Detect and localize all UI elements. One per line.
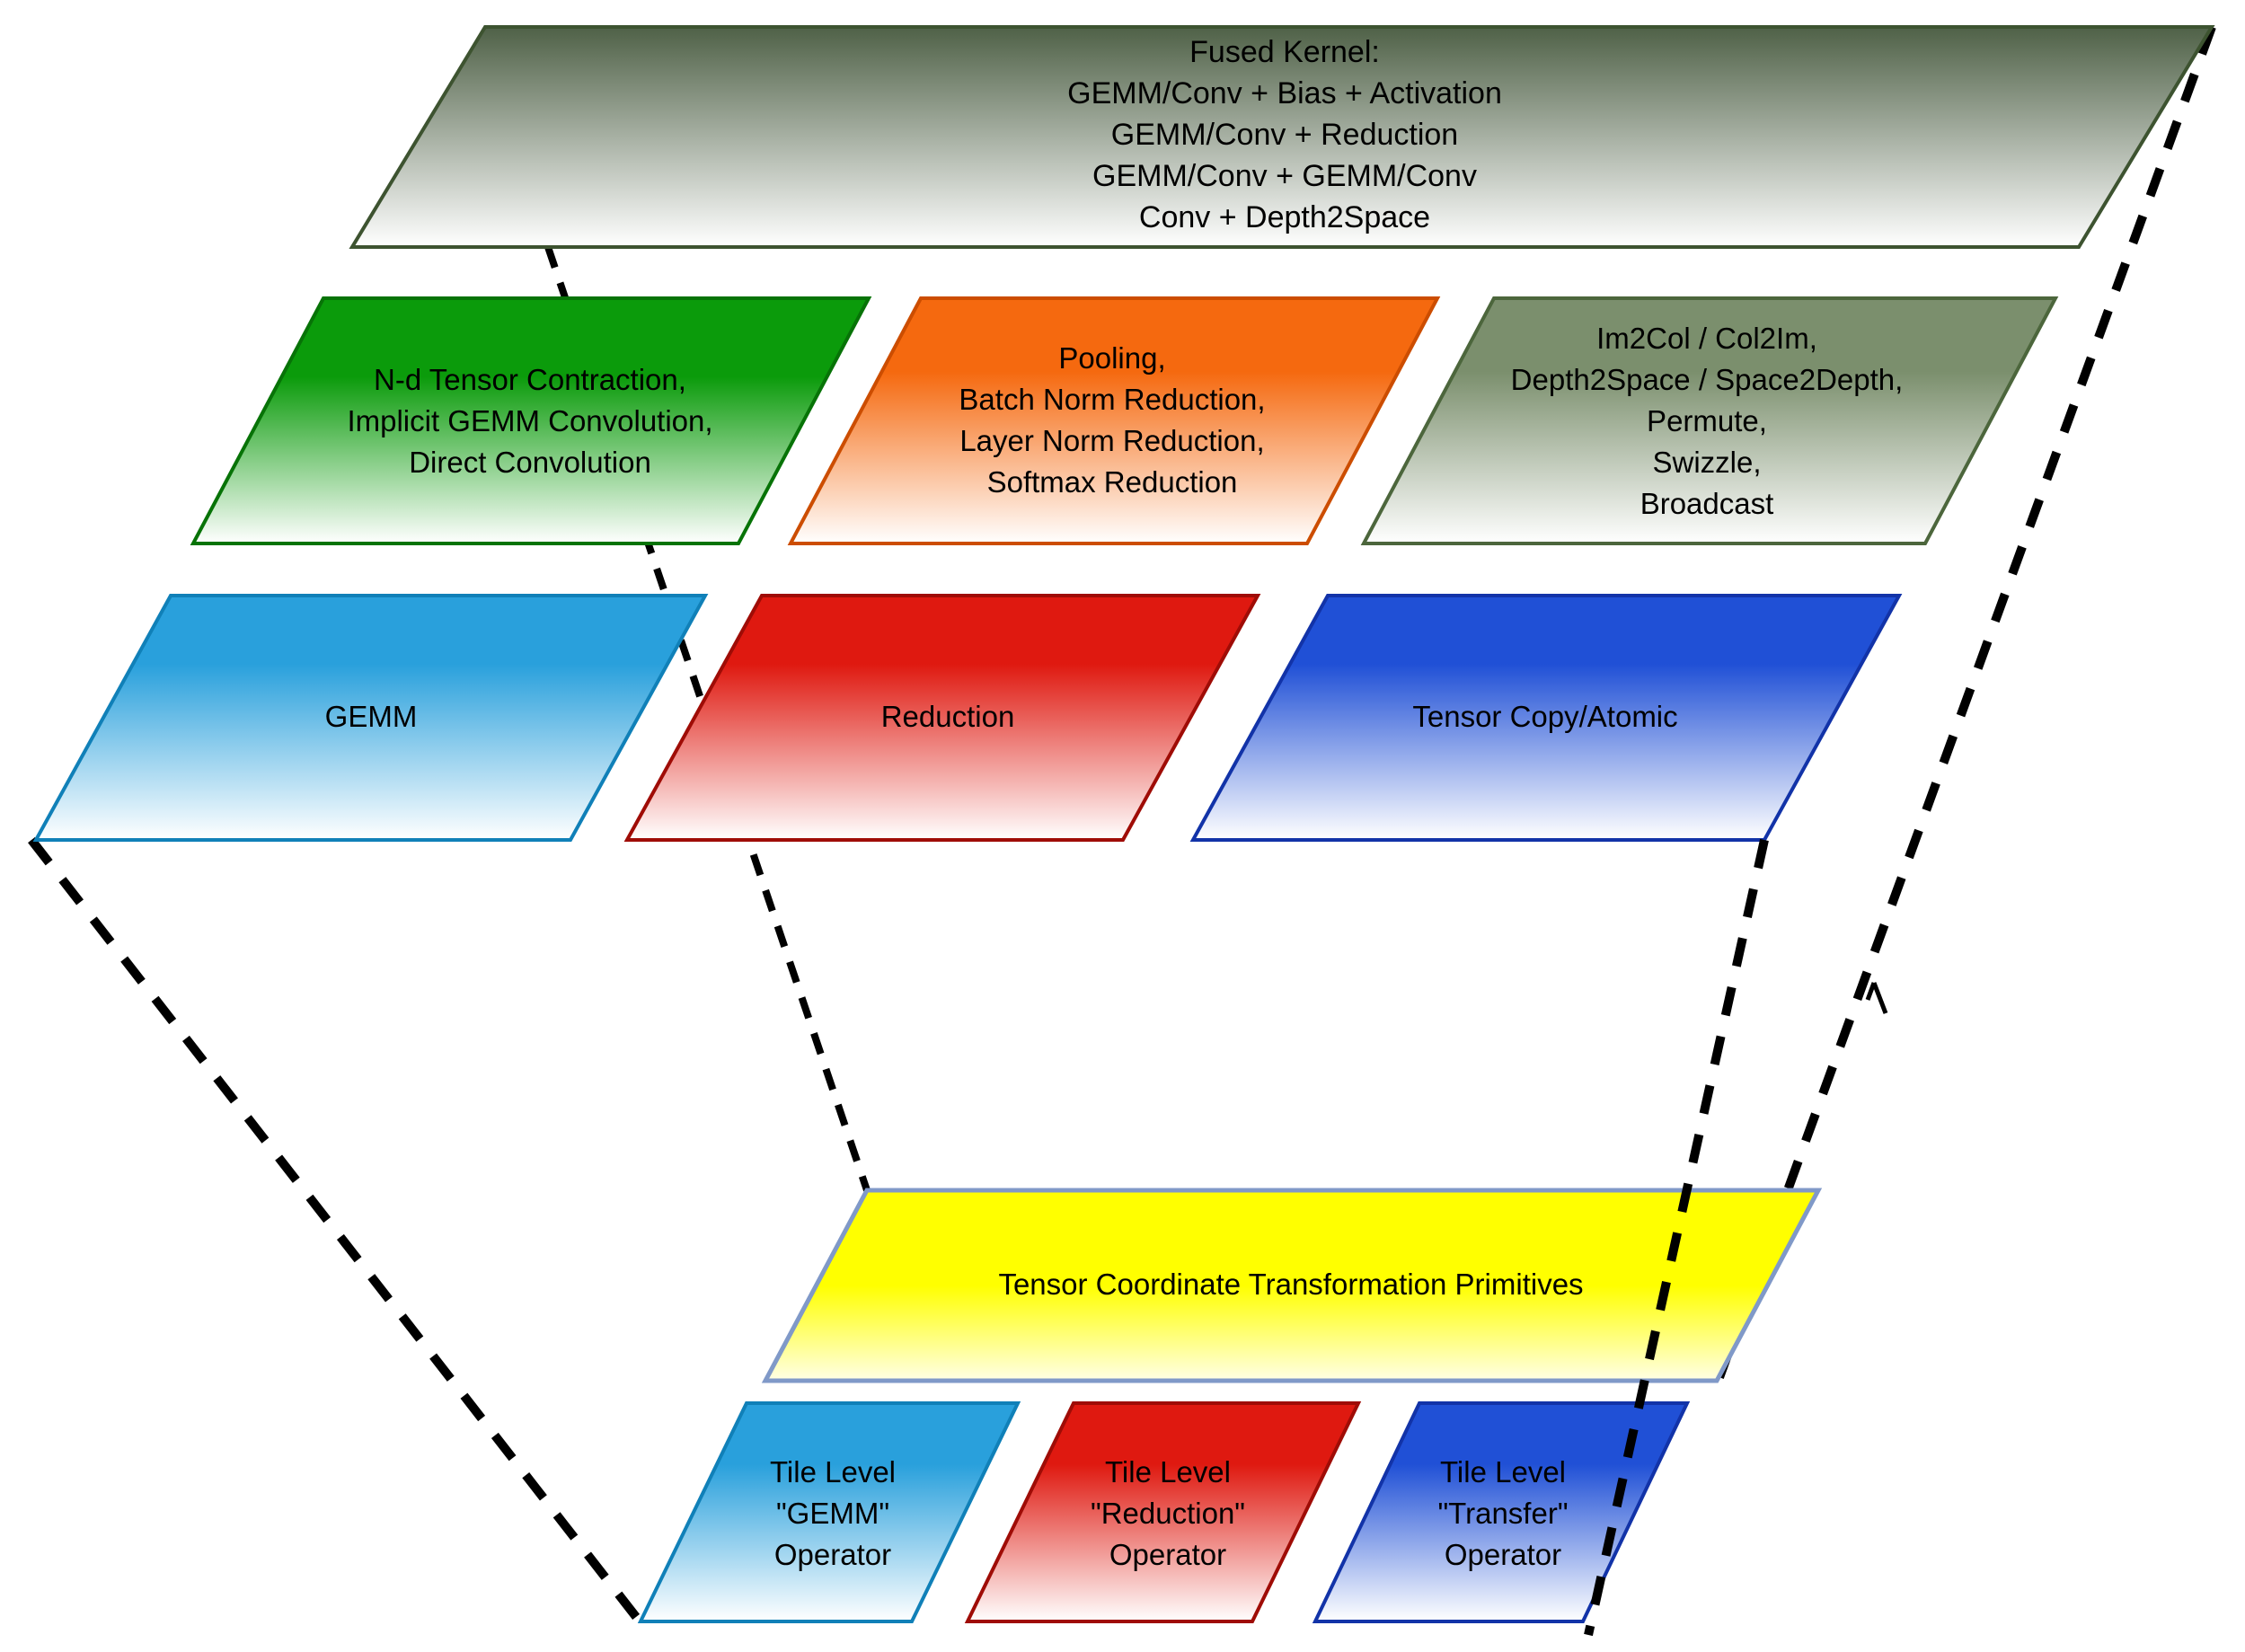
- layout-ops-line: Swizzle,: [1652, 446, 1762, 479]
- layout-ops-line: Im2Col / Col2Im,: [1596, 322, 1817, 355]
- fused-kernel-label: Fused Kernel: GEMM/Conv + Bias + Activat…: [1067, 31, 1502, 238]
- tile-transfer-label: Tile Level "Transfer" Operator: [1437, 1452, 1568, 1576]
- reduction-line: Reduction: [880, 700, 1015, 733]
- fused-kernel-line: GEMM/Conv + GEMM/Conv: [1092, 159, 1477, 193]
- fused-kernel-shape: [349, 25, 2215, 249]
- tile-reduction-line: Operator: [1109, 1538, 1227, 1571]
- fused-kernel-line: GEMM/Conv + Bias + Activation: [1067, 76, 1502, 110]
- tile-reduction-line: "Reduction": [1090, 1497, 1246, 1530]
- tensor-contraction-shape: [190, 296, 872, 545]
- tile-transfer-line: Tile Level: [1439, 1455, 1567, 1489]
- layout-ops-line: Depth2Space / Space2Depth,: [1510, 363, 1904, 396]
- pooling-norm-line: Softmax Reduction: [986, 465, 1238, 499]
- pooling-norm-shape: [787, 296, 1441, 545]
- layout-ops-label: Im2Col / Col2Im, Depth2Space / Space2Dep…: [1511, 318, 1904, 525]
- tile-reduction-label: Tile Level "Reduction" Operator: [1091, 1452, 1245, 1576]
- pooling-norm-line: Layer Norm Reduction,: [959, 424, 1265, 457]
- tile-reduction-shape: [964, 1401, 1362, 1623]
- tensor-contraction-label: N-d Tensor Contraction, Implicit GEMM Co…: [347, 359, 712, 483]
- tile-gemm-label: Tile Level "GEMM" Operator: [770, 1452, 896, 1576]
- coord-transform-shape: [761, 1188, 1823, 1383]
- gemm-label: GEMM: [325, 696, 418, 738]
- dashed-line-right-outer: [1714, 25, 2216, 1382]
- reduction-shape: [623, 594, 1261, 842]
- coord-transform-label: Tensor Coordinate Transformation Primiti…: [998, 1264, 1583, 1305]
- reduction-label: Reduction: [881, 696, 1015, 738]
- layout-ops-line: Permute,: [1647, 404, 1767, 437]
- tile-gemm-line: Operator: [773, 1538, 892, 1571]
- pooling-norm-label: Pooling, Batch Norm Reduction, Layer Nor…: [959, 338, 1265, 503]
- tile-gemm-line: Tile Level: [769, 1455, 897, 1489]
- tensor-copy-line: Tensor Copy/Atomic: [1412, 700, 1678, 733]
- gemm-line: GEMM: [324, 700, 418, 733]
- tile-transfer-shape: [1312, 1401, 1691, 1623]
- planes: [32, 25, 2215, 1623]
- dashed-line-left-outer: [28, 836, 643, 1625]
- layout-ops-line: Broadcast: [1640, 487, 1774, 520]
- fused-kernel-line: Fused Kernel:: [1189, 35, 1380, 69]
- tensor-contraction-line: N-d Tensor Contraction,: [374, 363, 686, 396]
- coord-transform-line: Tensor Coordinate Transformation Primiti…: [998, 1268, 1584, 1301]
- tile-transfer-line: Operator: [1444, 1538, 1562, 1571]
- tile-transfer-line: "Transfer": [1437, 1497, 1569, 1530]
- fused-kernel-line: Conv + Depth2Space: [1138, 200, 1431, 234]
- fused-kernel-line: GEMM/Conv + Reduction: [1110, 118, 1459, 152]
- tensor-contraction-line: Direct Convolution: [409, 446, 651, 479]
- layout-ops-shape: [1360, 296, 2059, 545]
- arrowhead-mark: [1865, 982, 1888, 1014]
- gemm-shape: [32, 594, 709, 842]
- tile-gemm-line: "GEMM": [775, 1497, 890, 1530]
- tensor-contraction-line: Implicit GEMM Convolution,: [347, 404, 713, 437]
- dashed-lines-front: [1584, 838, 1888, 1637]
- dashed-line-right-inner: [1584, 838, 1769, 1637]
- tile-gemm-shape: [637, 1401, 1021, 1623]
- tile-reduction-line: Tile Level: [1104, 1455, 1231, 1489]
- pooling-norm-line: Pooling,: [1058, 341, 1166, 375]
- tensor-copy-label: Tensor Copy/Atomic: [1412, 696, 1677, 738]
- pooling-norm-line: Batch Norm Reduction,: [959, 383, 1266, 416]
